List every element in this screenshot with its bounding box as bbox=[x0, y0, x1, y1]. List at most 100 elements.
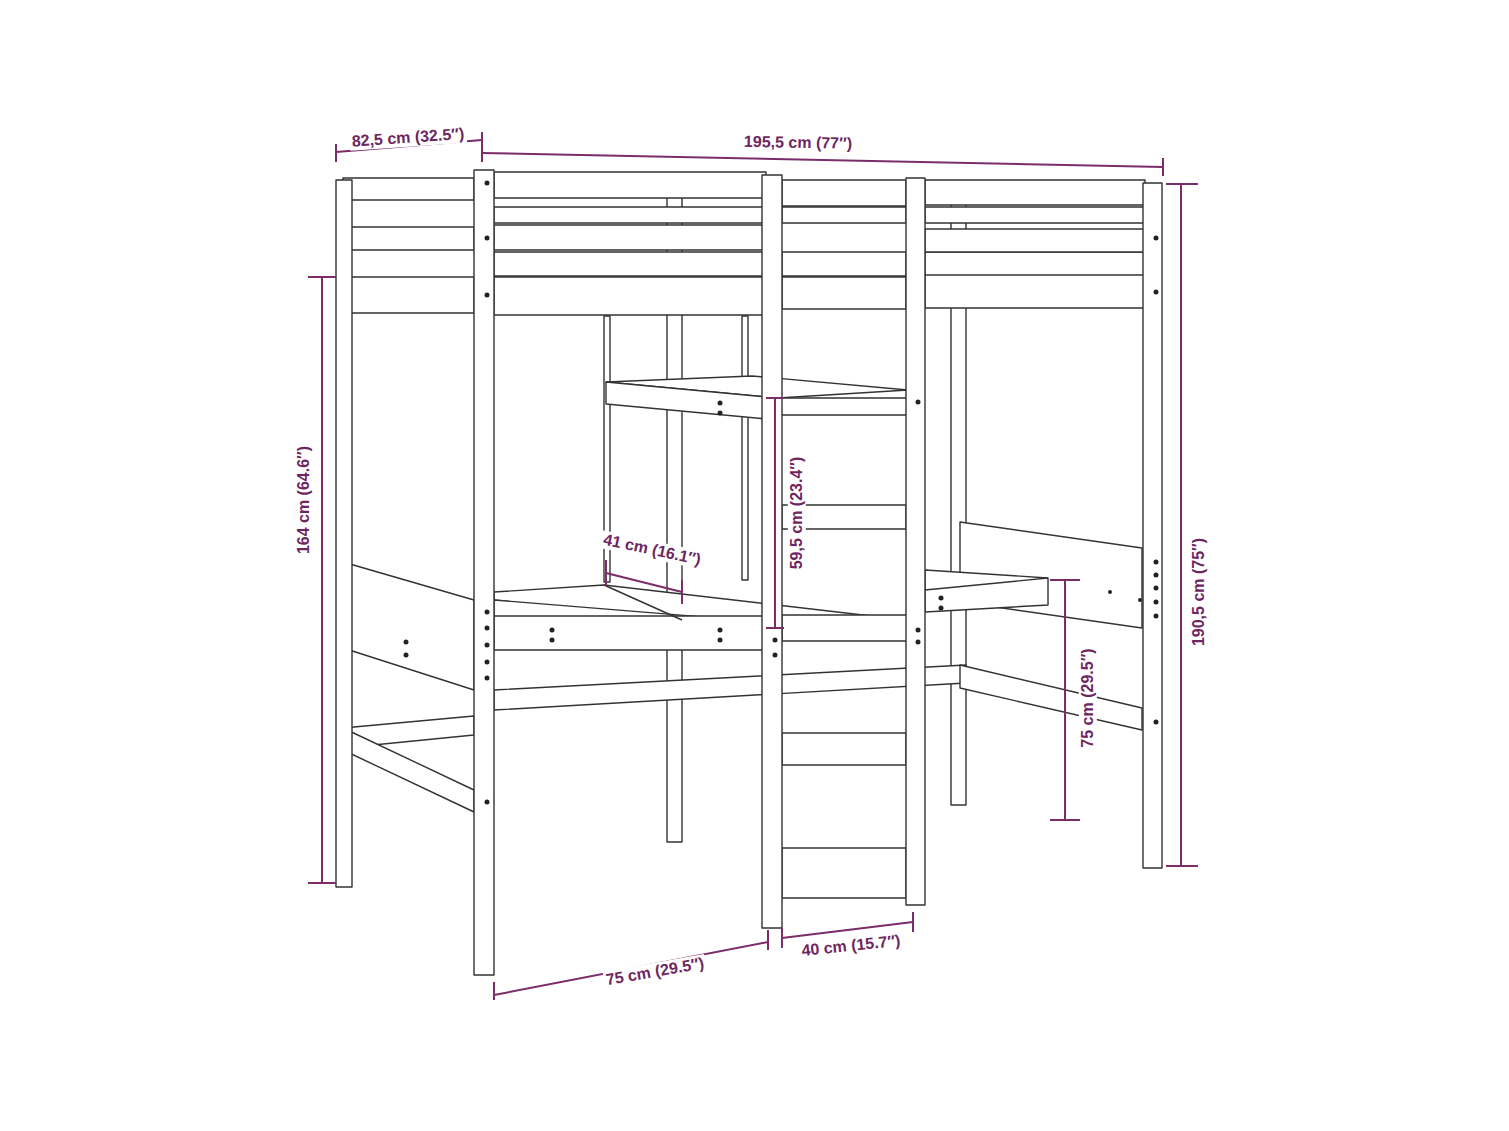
back-frame-shape bbox=[782, 207, 906, 223]
back-frame-shape bbox=[604, 585, 682, 620]
dimension-label: 75 cm (29.5″) bbox=[603, 954, 708, 990]
dimension-lines-shape bbox=[912, 912, 914, 932]
front-frame-shape bbox=[336, 180, 352, 887]
dimension-lines-shape bbox=[774, 398, 776, 628]
dimension-lines-shape bbox=[494, 942, 768, 995]
dimension-lines-shape bbox=[321, 277, 323, 883]
bolt-holes-shape bbox=[550, 628, 555, 633]
bolt-holes-shape bbox=[916, 628, 921, 633]
dimension-lines-shape bbox=[481, 145, 483, 162]
front-frame-shape bbox=[782, 277, 906, 309]
bolt-holes-shape bbox=[485, 626, 490, 631]
bolt-holes-shape bbox=[1154, 614, 1159, 619]
dimension-lines-shape bbox=[1166, 865, 1198, 867]
bolt-holes-shape bbox=[404, 640, 409, 645]
dimension-lines-shape bbox=[308, 882, 336, 884]
front-frame bbox=[336, 170, 1162, 975]
front-frame-shape bbox=[906, 178, 925, 905]
back-frame-shape bbox=[494, 665, 966, 710]
bolt-holes-shape bbox=[485, 610, 490, 615]
dimension-label: 59,5 cm (23.4″) bbox=[788, 455, 806, 572]
bolt-holes-shape bbox=[1154, 573, 1159, 578]
dimension-label: 195,5 cm (77″) bbox=[742, 133, 854, 153]
dimension-lines-shape bbox=[1166, 183, 1198, 185]
front-frame-shape bbox=[343, 178, 474, 200]
back-frame-shape bbox=[742, 316, 748, 580]
dimension-label: 41 cm (16.1″) bbox=[600, 530, 705, 569]
dimension-lines-shape bbox=[766, 397, 784, 399]
bolt-holes-shape bbox=[718, 401, 723, 406]
bolt-holes-shape bbox=[485, 800, 490, 805]
bolt-holes-shape bbox=[916, 640, 921, 645]
back-frame-shape bbox=[494, 616, 766, 650]
back-frame-shape bbox=[494, 252, 766, 276]
front-frame-shape bbox=[494, 172, 766, 198]
front-frame-shape bbox=[494, 225, 766, 250]
bolt-holes-shape bbox=[773, 638, 778, 643]
bolt-holes-shape bbox=[485, 181, 490, 186]
bolt-holes-shape bbox=[916, 400, 921, 405]
back-frame-shape bbox=[343, 562, 474, 690]
back-frame-shape bbox=[925, 578, 1048, 590]
back-frame-shape bbox=[925, 570, 1048, 612]
bolt-holes-shape bbox=[1154, 560, 1159, 565]
back-frame-shape bbox=[782, 252, 906, 276]
front-frame-shape bbox=[782, 848, 906, 898]
bolt-holes bbox=[404, 181, 1159, 805]
bolt-holes-shape bbox=[1138, 598, 1142, 602]
bolt-holes-shape bbox=[1154, 600, 1159, 605]
front-frame-shape bbox=[782, 180, 906, 206]
bolt-holes-shape bbox=[939, 596, 944, 601]
dimension-lines-shape bbox=[1064, 580, 1066, 820]
front-frame-shape bbox=[782, 733, 906, 765]
bolt-holes-shape bbox=[404, 653, 409, 658]
front-frame-shape bbox=[925, 275, 1145, 308]
dimension-label: 75 cm (29.5″) bbox=[1079, 646, 1097, 749]
bolt-holes-shape bbox=[485, 293, 490, 298]
front-frame-shape bbox=[762, 175, 782, 928]
bolt-holes-shape bbox=[773, 653, 778, 658]
bolt-holes-shape bbox=[485, 676, 490, 681]
front-frame-shape bbox=[474, 170, 494, 975]
dimension-lines-shape bbox=[605, 560, 607, 586]
dimension-lines-shape bbox=[335, 144, 337, 162]
bolt-holes-shape bbox=[718, 628, 723, 633]
bolt-holes-shape bbox=[718, 411, 723, 416]
back-frame-shape bbox=[925, 207, 1145, 223]
back-frame-shape bbox=[494, 207, 766, 223]
dimension-label: 40 cm (15.7″) bbox=[799, 931, 904, 960]
dimension-lines-shape bbox=[606, 573, 682, 592]
bolt-holes-shape bbox=[1108, 590, 1112, 594]
front-frame-shape bbox=[1143, 183, 1162, 868]
bolt-holes-shape bbox=[1154, 236, 1159, 241]
bolt-holes-shape bbox=[1154, 290, 1159, 295]
dimension-label: 164 cm (64.6″) bbox=[295, 444, 313, 556]
dimension-lines-shape bbox=[1050, 819, 1080, 821]
back-frame-shape bbox=[778, 398, 908, 415]
back-frame-shape bbox=[606, 382, 778, 420]
back-frame-shape bbox=[960, 665, 1142, 730]
back-frame bbox=[343, 196, 1145, 842]
bolt-holes-shape bbox=[1154, 720, 1159, 725]
front-frame-shape bbox=[494, 277, 766, 315]
dimension-lines-shape bbox=[1050, 579, 1080, 581]
bolt-holes-shape bbox=[550, 638, 555, 643]
back-frame-shape bbox=[782, 615, 908, 641]
dimension-lines-shape bbox=[1162, 158, 1164, 176]
dimension-lines-shape bbox=[308, 276, 336, 278]
dimension-lines-shape bbox=[1180, 184, 1182, 866]
dimension-lines-shape bbox=[767, 930, 769, 950]
front-frame-shape bbox=[343, 227, 474, 250]
bolt-holes-shape bbox=[485, 643, 490, 648]
dimension-lines-shape bbox=[781, 928, 783, 948]
back-frame-shape bbox=[343, 728, 474, 812]
bolt-holes-shape bbox=[718, 638, 723, 643]
front-frame-shape bbox=[925, 229, 1145, 252]
dimension-lines-shape bbox=[766, 627, 784, 629]
front-frame-shape bbox=[343, 277, 474, 313]
dimension-label: 82,5 cm (32.5″) bbox=[349, 125, 467, 151]
dimension-label: 190,5 cm (75″) bbox=[1190, 536, 1208, 648]
dimension-lines bbox=[308, 132, 1198, 1000]
